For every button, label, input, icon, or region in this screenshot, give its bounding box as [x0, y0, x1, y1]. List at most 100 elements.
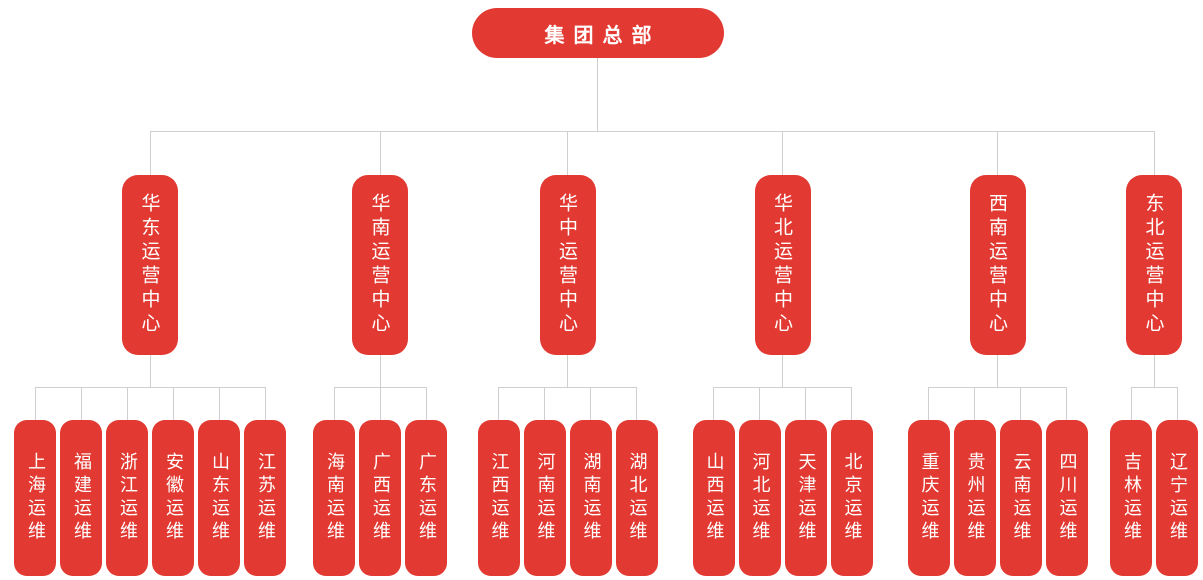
connector-stem — [805, 387, 806, 420]
branch-node-southwest[interactable]: 西南运营中心 — [969, 175, 1026, 355]
connector-stem — [713, 387, 714, 420]
branch-node-northeast[interactable]: 东北运营中心 — [1126, 175, 1182, 355]
connector-stem — [1153, 131, 1155, 175]
connector-stem — [264, 387, 266, 420]
connector-stem — [997, 355, 998, 387]
leaf-row-northeast: 吉林运维 辽宁运维 — [1110, 387, 1198, 576]
branch-node-label: 东北运营中心 — [1142, 193, 1165, 337]
connector-stem — [80, 387, 82, 420]
root-node-group-hq[interactable]: 集团总部 — [472, 8, 724, 58]
connector-stem — [149, 131, 151, 175]
connector-stem — [379, 355, 381, 387]
leaf-node-label: 天津运维 — [795, 452, 817, 544]
leaf-row-southwest: 重庆运维 贵州运维 云南运维 — [907, 387, 1088, 576]
leaf-anhui: 安徽运维 — [150, 387, 196, 576]
leaf-chongqing: 重庆运维 — [907, 387, 952, 576]
branch-southwest: 西南运营中心 重庆运维 贵州运维 — [890, 131, 1105, 576]
leaf-hainan: 海南运维 — [313, 387, 357, 576]
leaf-node-label: 四川运维 — [1056, 452, 1078, 544]
leaf-node-label: 吉林运维 — [1121, 452, 1142, 544]
connector-stem — [782, 355, 783, 387]
branch-node-label: 西南运营中心 — [986, 193, 1008, 337]
leaf-node-hubei[interactable]: 湖北运维 — [615, 420, 658, 576]
leaf-node-label: 河北运维 — [749, 452, 771, 544]
leaf-node-beijing[interactable]: 北京运维 — [830, 420, 873, 576]
leaf-node-liaoning[interactable]: 辽宁运维 — [1156, 420, 1198, 576]
leaf-row-east-china: 上海运维 福建运维 浙江运维 — [14, 387, 286, 576]
branch-node-label: 华北运营中心 — [771, 193, 793, 337]
connector-stem — [567, 131, 568, 175]
leaf-node-fujian[interactable]: 福建运维 — [60, 420, 102, 576]
leaf-node-hebei[interactable]: 河北运维 — [738, 420, 781, 576]
branch-node-south-china[interactable]: 华南运营中心 — [352, 175, 408, 355]
leaf-shanxi: 山西运维 — [692, 387, 737, 576]
connector-stem — [782, 131, 783, 175]
leaf-node-label: 辽宁运维 — [1167, 452, 1188, 544]
leaf-node-guangxi[interactable]: 广西运维 — [359, 420, 401, 576]
leaf-node-jilin[interactable]: 吉林运维 — [1110, 420, 1152, 576]
branch-node-east-china[interactable]: 华东运营中心 — [122, 175, 178, 355]
branch-node-north-china[interactable]: 华北运营中心 — [754, 175, 811, 355]
leaf-node-hunan[interactable]: 湖南运维 — [569, 420, 612, 576]
connector-stem — [1176, 387, 1178, 420]
leaf-node-shanghai[interactable]: 上海运维 — [14, 420, 56, 576]
connector-stem — [425, 387, 427, 420]
leaf-node-zhejiang[interactable]: 浙江运维 — [106, 420, 148, 576]
leaf-jiangsu: 江苏运维 — [242, 387, 286, 576]
leaf-node-label: 海南运维 — [324, 452, 345, 544]
leaf-hunan: 湖南运维 — [567, 387, 614, 576]
leaf-sichuan: 四川运维 — [1043, 387, 1088, 576]
leaf-node-label: 湖北运维 — [626, 452, 648, 544]
branch-node-central-china[interactable]: 华中运营中心 — [539, 175, 596, 355]
leaf-node-label: 云南运维 — [1010, 452, 1032, 544]
connector-stem — [928, 387, 929, 420]
leaf-node-label: 江苏运维 — [255, 452, 276, 544]
branch-central-china: 华中运营中心 江西运维 河南运维 — [460, 131, 675, 576]
leaf-node-label: 湖南运维 — [580, 452, 602, 544]
leaf-zhejiang: 浙江运维 — [104, 387, 150, 576]
connector-stem — [149, 355, 151, 387]
leaf-hebei: 河北运维 — [736, 387, 783, 576]
leaf-node-chongqing[interactable]: 重庆运维 — [907, 420, 950, 576]
connector-stem — [590, 387, 591, 420]
connector-stem — [1153, 355, 1155, 387]
leaf-node-guangdong[interactable]: 广东运维 — [405, 420, 447, 576]
branch-east-china: 华东运营中心 上海运维 福建运维 — [0, 131, 300, 576]
leaf-node-label: 山西运维 — [703, 452, 725, 544]
leaf-henan: 河南运维 — [521, 387, 568, 576]
branch-northeast: 东北运营中心 吉林运维 辽宁运维 — [1105, 131, 1203, 576]
leaf-shanghai: 上海运维 — [14, 387, 58, 576]
leaf-node-label: 上海运维 — [25, 452, 46, 544]
branch-row: 华东运营中心 上海运维 福建运维 — [0, 131, 1203, 576]
leaf-node-jiangxi[interactable]: 江西运维 — [477, 420, 520, 576]
leaf-node-label: 浙江运维 — [117, 452, 138, 544]
connector-stem — [218, 387, 220, 420]
leaf-liaoning: 辽宁运维 — [1154, 387, 1198, 576]
leaf-node-shanxi[interactable]: 山西运维 — [692, 420, 735, 576]
leaf-guangxi: 广西运维 — [357, 387, 403, 576]
connector-stem — [1130, 387, 1132, 420]
leaf-jiangxi: 江西运维 — [477, 387, 522, 576]
leaf-node-yunnan[interactable]: 云南运维 — [999, 420, 1042, 576]
leaf-node-label: 广西运维 — [370, 452, 391, 544]
leaf-node-label: 江西运维 — [488, 452, 510, 544]
leaf-guangdong: 广东运维 — [403, 387, 447, 576]
leaf-node-hainan[interactable]: 海南运维 — [313, 420, 355, 576]
connector-stem — [379, 387, 381, 420]
connector-stem — [172, 387, 174, 420]
leaf-node-tianjin[interactable]: 天津运维 — [784, 420, 827, 576]
leaf-node-label: 广东运维 — [416, 452, 437, 544]
connector-stem — [974, 387, 975, 420]
branch-node-label: 华中运营中心 — [556, 193, 578, 337]
leaf-node-guizhou[interactable]: 贵州运维 — [953, 420, 996, 576]
leaf-row-south-china: 海南运维 广西运维 广东运维 — [313, 387, 447, 576]
leaf-node-anhui[interactable]: 安徽运维 — [152, 420, 194, 576]
connector-stem — [126, 387, 128, 420]
leaf-node-jiangsu[interactable]: 江苏运维 — [244, 420, 286, 576]
root-node-label: 集团总部 — [544, 22, 661, 47]
leaf-node-sichuan[interactable]: 四川运维 — [1045, 420, 1088, 576]
leaf-node-henan[interactable]: 河南运维 — [523, 420, 566, 576]
connector-stem — [851, 387, 852, 420]
leaf-node-shandong[interactable]: 山东运维 — [198, 420, 240, 576]
connector-stem — [333, 387, 335, 420]
